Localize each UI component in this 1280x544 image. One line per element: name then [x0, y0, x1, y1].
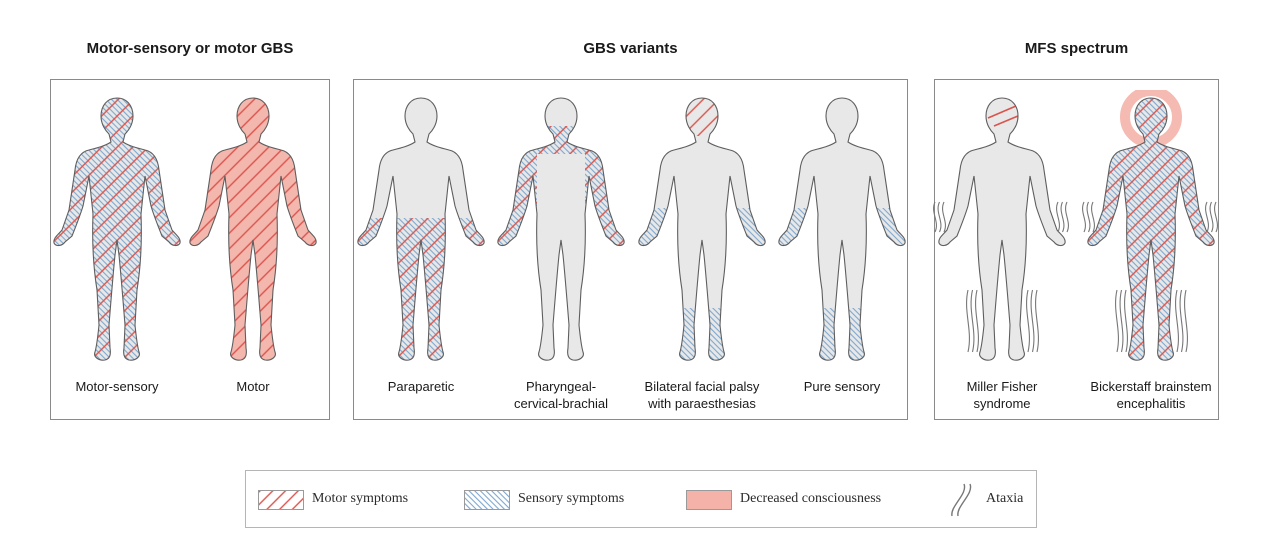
region-feet-sensory [778, 308, 906, 361]
ataxia-mark [1086, 201, 1091, 233]
body-silhouette [933, 97, 1069, 361]
legend-motor-label: Motor symptoms [312, 491, 409, 506]
eye-movement-mark [993, 115, 1019, 127]
section-title-motor-gbs: Motor-sensory or motor GBS [86, 40, 294, 57]
ataxia-mark [1082, 201, 1086, 233]
figure-label-bilateral-facial-palsy: Bilateral facial palsy with paraesthesia… [644, 379, 760, 411]
figure-label-paraparetic: Paraparetic [387, 379, 455, 394]
ataxia-mark [1184, 289, 1188, 353]
body-silhouette [189, 97, 317, 361]
figure-label-miller-fisher: Miller Fisher syndrome [966, 379, 1038, 411]
ataxia-mark [1030, 289, 1035, 353]
legend-ataxia-label: Ataxia [986, 491, 1024, 506]
region-body-motor [53, 98, 181, 361]
ataxia-mark [1026, 289, 1030, 353]
figure-pharyngeal-cervical-brachial [491, 90, 631, 372]
ataxia-mark [1091, 201, 1095, 233]
region-face-motor [682, 98, 722, 136]
legend-ataxia-icon [951, 483, 972, 517]
figure-motor-sensory [47, 90, 187, 372]
ataxia-mark [937, 201, 942, 233]
ataxia-mark [1065, 201, 1069, 233]
legend-motor-swatch [258, 490, 304, 510]
body-silhouette [638, 97, 766, 361]
region-neck-motor [531, 126, 591, 154]
figure-pure-sensory [772, 90, 912, 372]
ataxia-mark [1179, 289, 1184, 353]
ataxia-mark [1205, 201, 1209, 233]
body-silhouette [53, 97, 181, 361]
figure-miller-fisher [932, 90, 1072, 372]
section-title-mfs-spectrum: MFS spectrum [1024, 40, 1129, 57]
eye-movement-mark [987, 105, 1017, 119]
body-silhouette [778, 97, 906, 361]
region-arm-motor [497, 140, 537, 250]
legend-sensory-swatch [464, 490, 510, 510]
ataxia-mark [970, 289, 975, 353]
region-body-motor [189, 98, 317, 361]
ataxia-mark [975, 289, 979, 353]
region-arm-motor [585, 140, 625, 250]
ataxia-mark [942, 201, 946, 233]
figure-label-pure-sensory: Pure sensory [803, 379, 881, 394]
ataxia-mark [1115, 289, 1119, 353]
ataxia-mark [966, 289, 970, 353]
body-silhouette [1082, 86, 1218, 361]
ataxia-mark [1214, 201, 1218, 233]
figure-label-motor-sensory: Motor-sensory [75, 379, 159, 394]
region-body-motor [1087, 98, 1215, 361]
region-feet-sensory [638, 308, 766, 361]
ataxia-mark [1060, 201, 1065, 233]
figure-motor [183, 90, 323, 372]
section-title-gbs-variants: GBS variants [583, 40, 678, 57]
legend-sensory-label: Sensory symptoms [518, 491, 625, 506]
figure-label-pharyngeal-cervical-brachial: Pharyngeal- cervical-brachial [514, 379, 608, 411]
figure-paraparetic [351, 90, 491, 372]
ataxia-mark [1119, 289, 1124, 353]
figure-bickerstaff [1081, 86, 1221, 372]
figure-label-bickerstaff: Bickerstaff brainstem encephalitis [1090, 379, 1212, 411]
body-silhouette [497, 97, 625, 361]
legend-consciousness-label: Decreased consciousness [740, 491, 882, 506]
ataxia-mark [1124, 289, 1128, 353]
body-silhouette [357, 97, 485, 361]
ataxia-mark [1209, 201, 1214, 233]
legend-consciousness-swatch [686, 490, 732, 510]
figure-bilateral-facial-palsy [632, 90, 772, 372]
legend: Motor symptoms Sensory symptoms Decrease… [245, 470, 1037, 528]
ataxia-mark [1175, 289, 1179, 353]
ataxia-mark [1056, 201, 1060, 233]
figure-label-motor: Motor [236, 379, 270, 394]
ataxia-mark [933, 201, 937, 233]
ataxia-mark [1035, 289, 1039, 353]
